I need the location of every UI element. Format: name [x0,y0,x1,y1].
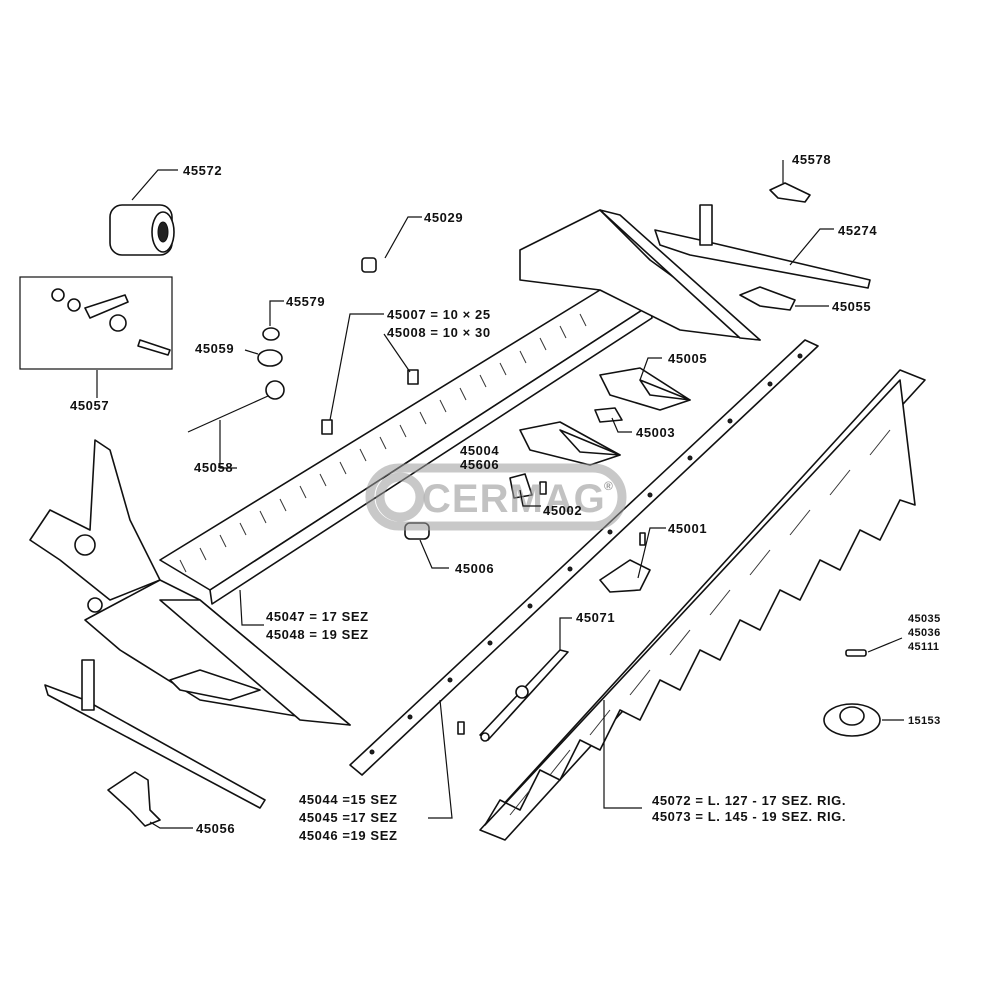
knife-head-45071 [457,649,569,742]
label-45059: 45059 [195,341,234,356]
clip-45056 [107,771,161,827]
label-45036: 45036 [908,627,941,639]
skid-45274 [654,204,871,289]
label-45606: 45606 [460,457,499,472]
svg-text:®: ® [604,479,613,493]
plate-45002 [509,473,547,499]
eye-bolt-45058 [187,380,285,433]
label-45048: 45048 = 19 SEZ [266,627,369,642]
disc-15153 [823,703,881,737]
rivet-45035-45036-45111 [845,649,867,657]
label-45274: 45274 [838,223,877,238]
label-45073: 45073 = L. 145 - 19 SEZ. RIG. [652,809,846,824]
clip-45003 [594,407,623,423]
guard-45004-45606 [519,421,621,466]
cutter-bar-assembly [29,209,761,726]
plate-45578 [769,182,811,203]
label-45111: 45111 [908,641,939,653]
bushing-45572 [109,204,175,256]
label-45055: 45055 [832,299,871,314]
label-45006: 45006 [455,561,494,576]
label-45004: 45004 [460,443,499,458]
spacer-45059 [257,349,283,367]
kit-box-45057 [19,276,173,370]
finger-bar [349,339,819,776]
label-45056: 45056 [196,821,235,836]
label-45058: 45058 [194,460,233,475]
leader-lines [96,160,904,829]
label-45047: 45047 = 17 SEZ [266,609,369,624]
label-45002: 45002 [543,503,582,518]
svg-text:CERMAG: CERMAG [422,477,606,521]
label-45008: 45008 = 10 × 30 [387,325,491,340]
bolts-45007-45008 [321,369,419,435]
plate-45001 [599,532,651,593]
label-45057: 45057 [70,398,109,413]
label-45578: 45578 [792,152,831,167]
washer-45579 [262,327,280,341]
label-45072: 45072 = L. 127 - 17 SEZ. RIG. [652,793,846,808]
label-45029: 45029 [424,210,463,225]
label-45007: 45007 = 10 × 25 [387,307,491,322]
skid-45056-rod [44,659,266,809]
cermag-watermark: CERMAG ® [365,463,627,531]
label-45046: 45046 =19 SEZ [299,828,398,843]
part-labels: 45572 45578 45029 45274 45579 45007 = 10… [70,152,941,843]
label-45572: 45572 [183,163,222,178]
guard-45005 [599,367,691,411]
nut-45029 [361,257,377,273]
knife-sections [479,369,926,841]
label-45071: 45071 [576,610,615,625]
label-45003: 45003 [636,425,675,440]
label-45045: 45045 =17 SEZ [299,810,398,825]
label-45001: 45001 [668,521,707,536]
label-45579: 45579 [286,294,325,309]
label-45005: 45005 [668,351,707,366]
label-15153: 15153 [908,715,941,727]
label-45035: 45035 [908,613,941,625]
label-45044: 45044 =15 SEZ [299,792,398,807]
plate-45055 [739,286,796,311]
